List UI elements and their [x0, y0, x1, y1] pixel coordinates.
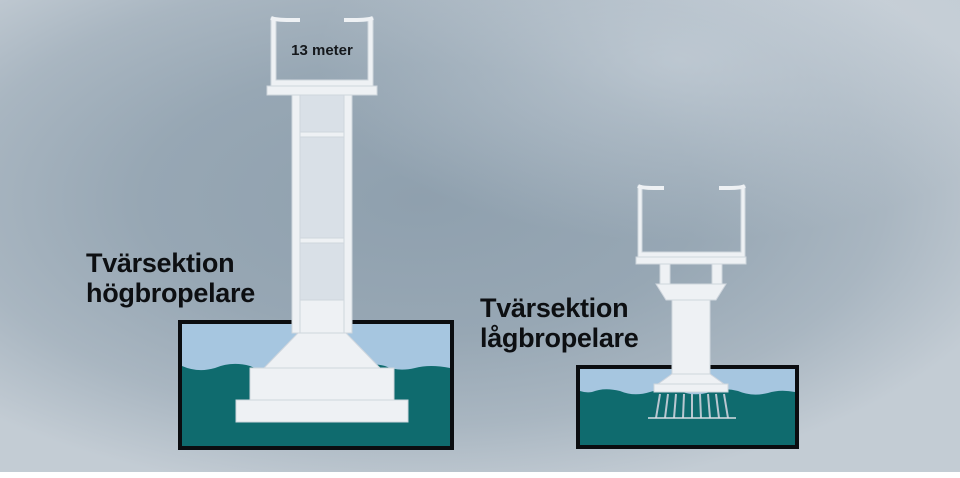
high-pier-footing-lower	[235, 399, 409, 423]
low-pier-cap	[655, 283, 727, 301]
high-pier-deck-flange-left	[270, 16, 300, 22]
high-pier-column-joint-2	[299, 237, 345, 244]
low-pier-deck-slab	[635, 256, 747, 265]
high-pier-label-line2: högbropelare	[86, 278, 255, 308]
low-pier-footing	[653, 383, 729, 393]
low-pier-label: Tvärsektion lågbropelare	[480, 293, 639, 353]
low-pier-pile	[655, 393, 661, 419]
high-pier-column-wall-left	[291, 94, 301, 334]
low-pier-deck	[637, 185, 746, 259]
high-pier-column-joint-1	[299, 131, 345, 138]
high-pier-column-base	[299, 299, 345, 334]
low-pier-deck-flange-left	[637, 184, 664, 190]
bottom-border	[0, 472, 960, 478]
high-pier-column-wall-right	[343, 94, 353, 334]
low-pier-pile	[707, 393, 711, 419]
low-pier-deck-flange-right	[719, 184, 746, 190]
low-pier-pile	[682, 393, 685, 419]
low-pier-pile	[673, 393, 677, 419]
low-pier-label-line2: lågbropelare	[480, 323, 639, 353]
low-pier-pile	[699, 393, 702, 419]
deck-width-dimension: 13 meter	[291, 42, 353, 59]
low-pier	[635, 184, 747, 393]
low-pier-bearing-left	[659, 263, 671, 285]
high-pier-column	[293, 94, 351, 334]
high-pier-deck-flange-right	[344, 16, 374, 22]
low-pier-pile	[715, 393, 720, 419]
low-pier-label-line1: Tvärsektion	[480, 293, 629, 323]
low-pier-pile	[664, 393, 669, 419]
high-pier	[235, 16, 409, 423]
low-pier-pile	[723, 393, 729, 419]
high-pier-label: Tvärsektion högbropelare	[86, 248, 255, 308]
high-pier-footing-upper	[249, 367, 395, 401]
high-pier-deck-slab	[266, 85, 378, 96]
low-pier-column	[671, 299, 711, 375]
low-pier-piles	[648, 393, 736, 419]
low-pier-bearing-right	[711, 263, 723, 285]
high-pier-label-line1: Tvärsektion	[86, 248, 235, 278]
